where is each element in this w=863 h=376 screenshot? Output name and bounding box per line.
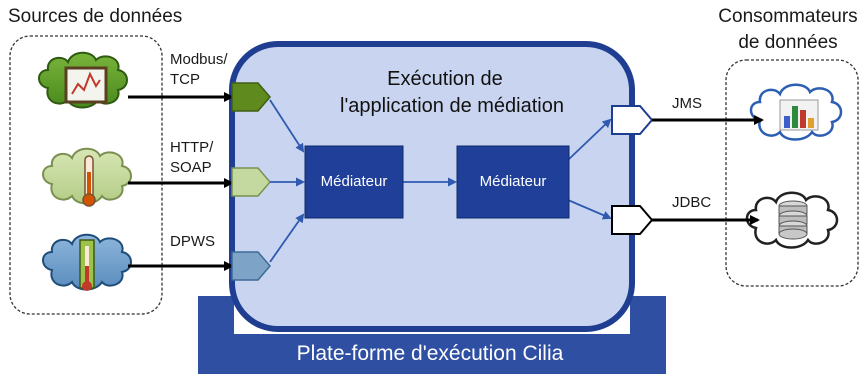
input-port-dpws bbox=[231, 251, 271, 281]
flow-arrow-1 bbox=[269, 99, 305, 153]
output-port-jdbc bbox=[611, 205, 654, 235]
protocol-label-jdbc: JDBC bbox=[672, 194, 712, 211]
protocol-label-modbus: Modbus/ TCP bbox=[170, 50, 228, 90]
source-cloud-modbus bbox=[38, 51, 128, 109]
flow-arrow-5 bbox=[567, 118, 612, 161]
mediator-box-2 bbox=[456, 145, 570, 219]
execution-title-line1: Exécution de bbox=[387, 68, 503, 90]
consumers-title: Consommateurs de données bbox=[718, 4, 858, 56]
mediator-box-1 bbox=[304, 145, 404, 219]
protocol-label-modbus-line: Modbus/ TCP bbox=[170, 51, 228, 88]
mediator-label-2: Médiateur bbox=[479, 173, 547, 190]
input-port-http bbox=[231, 167, 271, 197]
consumers-box bbox=[725, 59, 859, 287]
flow-arrow-6 bbox=[567, 199, 612, 220]
thermometer-icon bbox=[82, 155, 96, 207]
platform-label: Plate-forme d'exécution Cilia bbox=[296, 342, 564, 365]
execution-title-line2: l'application de médiation bbox=[340, 95, 564, 117]
thermometer-icon bbox=[79, 239, 95, 291]
bar-chart-icon bbox=[779, 99, 819, 131]
consumer-cloud-jms bbox=[749, 83, 843, 141]
output-port-jms bbox=[611, 105, 654, 135]
database-icon bbox=[778, 200, 808, 240]
source-cloud-dpws bbox=[42, 233, 132, 291]
sources-box bbox=[9, 35, 163, 315]
sources-title: Sources de données bbox=[8, 6, 183, 27]
consumer-cloud-jdbc bbox=[745, 191, 839, 249]
consumers-title-line2: de données bbox=[738, 32, 838, 53]
source-cloud-http bbox=[42, 147, 132, 207]
consumers-title-line1: Consommateurs bbox=[718, 6, 858, 27]
protocol-label-dpws: DPWS bbox=[170, 233, 215, 250]
input-port-modbus bbox=[231, 82, 271, 112]
monitor-chart-icon bbox=[64, 66, 108, 104]
flow-arrow-3 bbox=[269, 213, 305, 263]
protocol-label-http: HTTP/ SOAP bbox=[170, 138, 213, 178]
protocol-label-http-line: HTTP/ SOAP bbox=[170, 139, 214, 176]
execution-title: Exécution de l'application de médiation bbox=[340, 66, 564, 120]
mediator-label-1: Médiateur bbox=[320, 173, 388, 190]
protocol-label-jms: JMS bbox=[672, 95, 702, 112]
